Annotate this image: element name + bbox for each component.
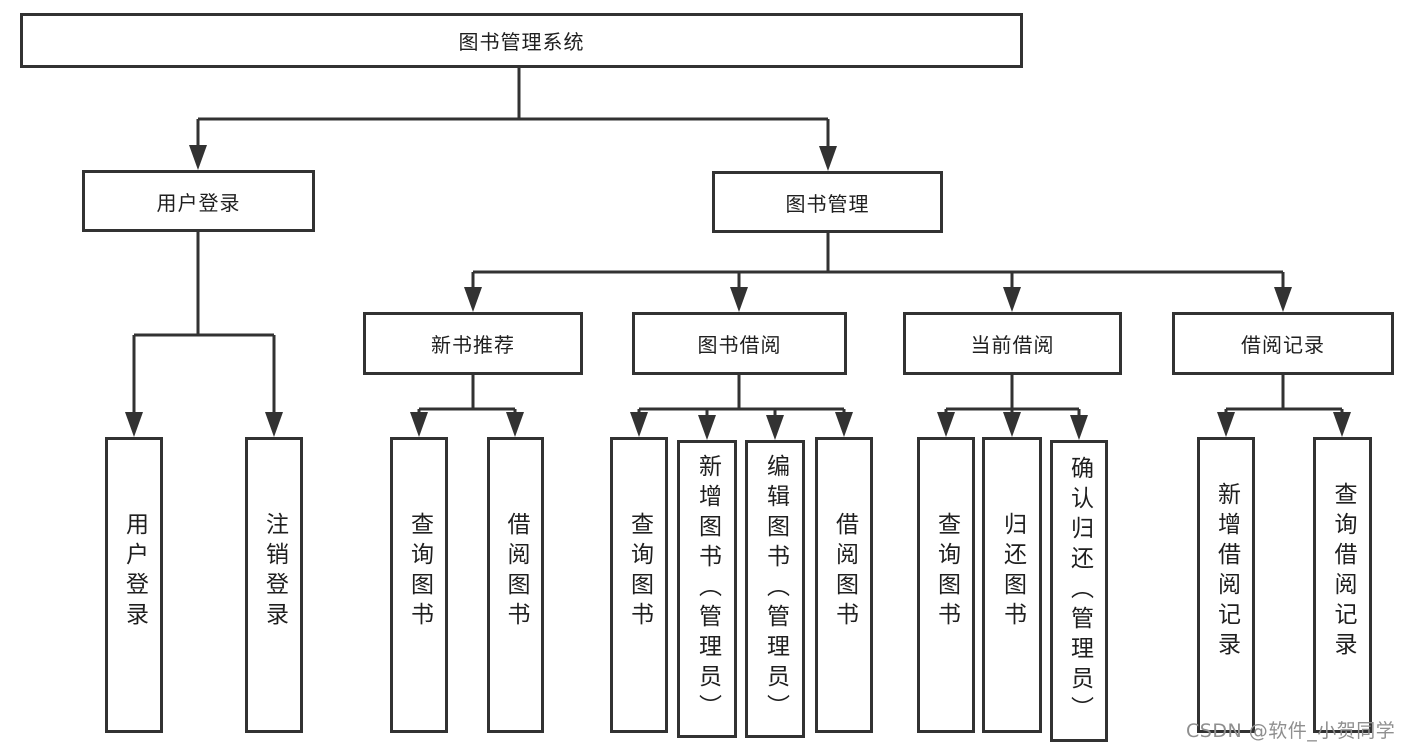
arrow-down-icon (1274, 287, 1292, 312)
leaf-query-books-current: 查询图书 (917, 437, 975, 733)
leaf-query-books-borrow: 查询图书 (610, 437, 668, 733)
node-label: 图书管理系统 (458, 30, 585, 54)
leaf-query-borrow-record: 查询借阅记录 (1313, 437, 1372, 733)
leaf-confirm-return-admin: 确认归还（管理员） (1050, 440, 1108, 742)
leaf-label: 归还图书 (999, 512, 1026, 632)
node-borrow-records: 借阅记录 (1172, 312, 1394, 375)
node-label: 用户登录 (156, 190, 241, 215)
arrow-down-icon (125, 412, 143, 437)
leaf-label: 编辑图书（管理员） (762, 454, 789, 724)
arrow-down-icon (410, 412, 428, 437)
arrow-down-icon (1217, 412, 1235, 437)
arrow-down-icon (730, 287, 748, 312)
arrow-down-icon (1070, 415, 1088, 440)
leaf-label: 注销登录 (261, 512, 288, 632)
leaf-label: 用户登录 (121, 512, 148, 632)
leaf-label: 查询借阅记录 (1330, 482, 1356, 662)
leaf-query-books-recommend: 查询图书 (390, 437, 448, 733)
arrow-down-icon (1333, 412, 1351, 437)
node-current-borrow: 当前借阅 (903, 312, 1122, 375)
leaf-label: 查询图书 (406, 512, 433, 632)
arrow-down-icon (766, 415, 784, 440)
node-user-login: 用户登录 (82, 170, 315, 232)
leaf-return-books: 归还图书 (982, 437, 1042, 733)
arrow-down-icon (464, 287, 482, 312)
leaf-add-book-admin: 新增图书（管理员） (677, 440, 737, 738)
leaf-label: 查询图书 (626, 512, 653, 632)
arrow-down-icon (819, 146, 837, 171)
leaf-label: 借阅图书 (831, 512, 858, 632)
csdn-watermark: CSDN @软件_小贺同学 (1186, 720, 1396, 742)
arrow-down-icon (265, 412, 283, 437)
node-label: 图书管理 (785, 191, 870, 216)
node-label: 借阅记录 (1241, 333, 1325, 357)
arrow-down-icon (1003, 287, 1021, 312)
leaf-logout: 注销登录 (245, 437, 303, 733)
leaf-add-borrow-record: 新增借阅记录 (1197, 437, 1255, 733)
leaf-label: 借阅图书 (503, 512, 529, 632)
arrow-down-icon (698, 415, 716, 440)
leaf-borrow-books: 借阅图书 (815, 437, 873, 733)
arrowheads (125, 145, 1351, 440)
node-library-management-system: 图书管理系统 (20, 13, 1023, 68)
leaf-label: 查询图书 (933, 512, 960, 632)
leaf-user-login: 用户登录 (105, 437, 163, 733)
arrow-down-icon (937, 412, 955, 437)
arrow-down-icon (630, 412, 648, 437)
node-book-borrow: 图书借阅 (632, 312, 847, 375)
leaf-edit-book-admin: 编辑图书（管理员） (745, 440, 805, 738)
node-book-management: 图书管理 (712, 171, 943, 233)
arrow-down-icon (189, 145, 207, 170)
leaf-label: 新增图书（管理员） (694, 454, 721, 724)
leaf-label: 确认归还（管理员） (1066, 456, 1093, 726)
leaf-borrow-books-recommend: 借阅图书 (487, 437, 544, 733)
node-new-book-recommend: 新书推荐 (363, 312, 583, 375)
node-label: 当前借阅 (970, 333, 1055, 357)
node-label: 图书借阅 (697, 333, 782, 357)
arrow-down-icon (835, 412, 853, 437)
leaf-label: 新增借阅记录 (1213, 482, 1240, 662)
arrow-down-icon (506, 412, 524, 437)
node-label: 新书推荐 (431, 333, 515, 357)
arrow-down-icon (1003, 412, 1021, 437)
